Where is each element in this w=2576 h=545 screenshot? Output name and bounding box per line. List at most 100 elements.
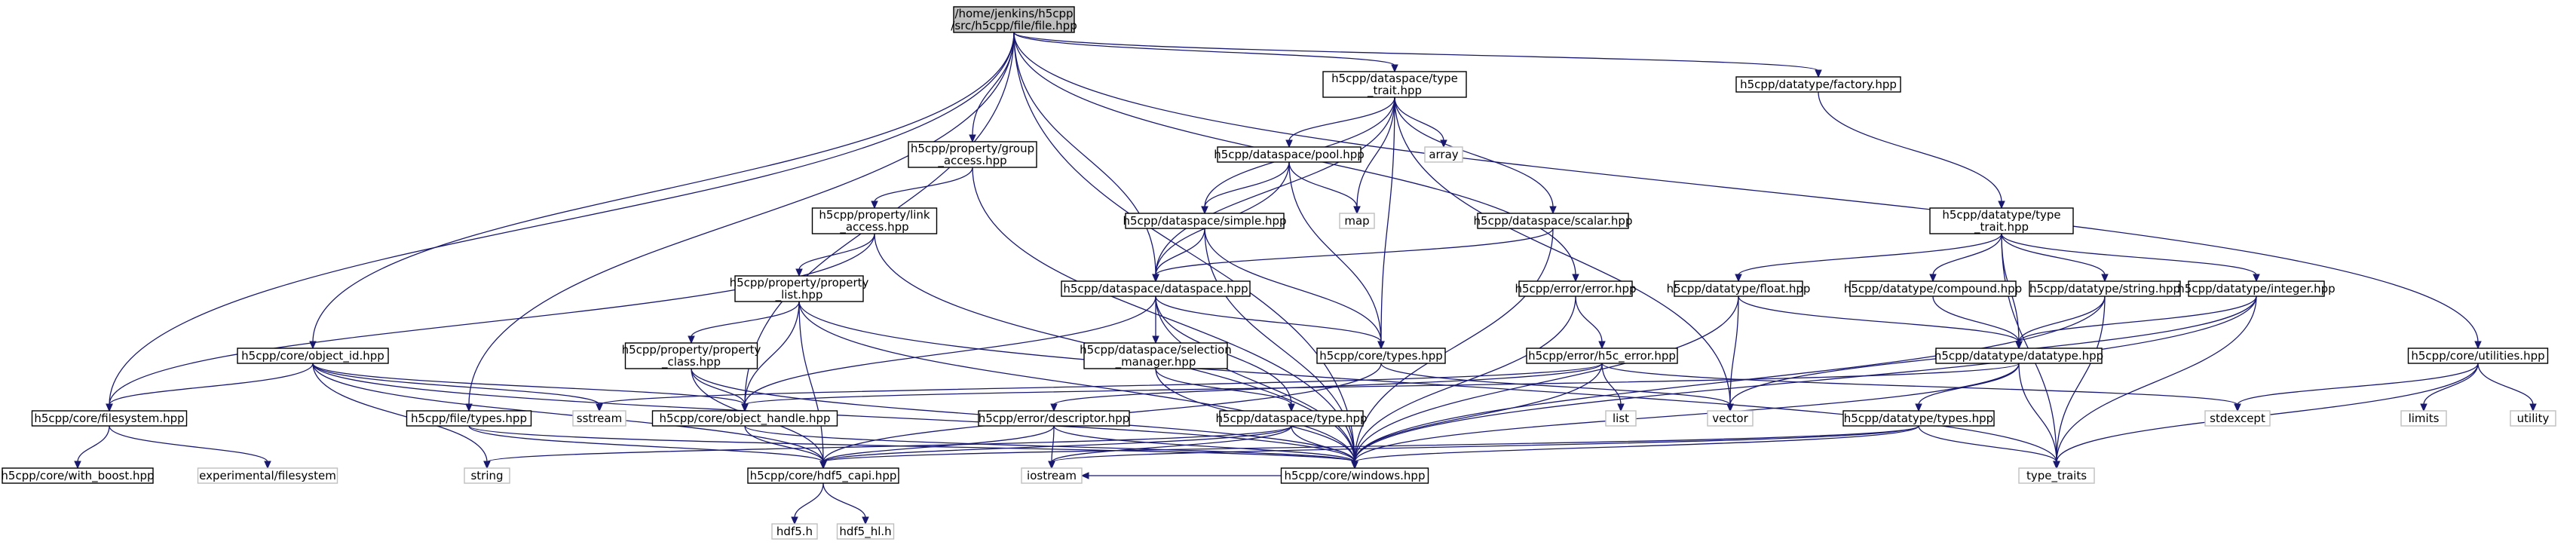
- node-box: [1339, 213, 1375, 229]
- node-hdf5-capi[interactable]: h5cpp/core/hdf5_capi.hpp: [747, 467, 899, 484]
- edge-root-to-core_filesystem: [109, 32, 1015, 406]
- node-label: h5cpp/error/descriptor.hpp: [979, 412, 1130, 425]
- edge-arrowhead: [1617, 403, 1625, 412]
- node-label: h5cpp/core/utilities.hpp: [2411, 349, 2544, 363]
- node-object-handle[interactable]: h5cpp/core/object_handle.hpp: [651, 410, 838, 427]
- node-box: [2188, 280, 2325, 297]
- edge-dt_type_trait-to-dt_integer: [2001, 233, 2257, 276]
- node-with-boost[interactable]: h5cpp/core/with_boost.hpp: [1, 467, 155, 484]
- edge-prop_list-to-type_traits: [798, 301, 2057, 463]
- node-label: limits: [2409, 412, 2440, 425]
- node-label: utility: [2517, 412, 2550, 425]
- node-box: [2, 467, 154, 484]
- node-label: h5cpp/dataspace/dataspace.hpp: [1063, 282, 1248, 295]
- node-box: [836, 523, 895, 540]
- edge-object_id-to-object_handle: [312, 363, 746, 406]
- edge-ds_type-to-core_windows: [1291, 425, 1355, 463]
- node-dt-types[interactable]: h5cpp/datatype/types.hpp: [1842, 410, 1995, 427]
- node-label: h5cpp/datatype/float.hpp: [1667, 282, 1811, 295]
- edge-dt_factory-to-dt_type_trait: [1818, 91, 2002, 203]
- node-box: [1735, 76, 1901, 93]
- edge-h5c_error-to-stdexcept: [1601, 363, 2238, 406]
- node-label: hdf5_hl.h: [839, 525, 891, 539]
- node-prop-class[interactable]: h5cpp/property/property_class.hpp: [622, 342, 761, 369]
- edge-arrowhead: [1351, 461, 1358, 470]
- edge-dt_datatype-to-object_handle: [744, 363, 2020, 406]
- node-dt-factory[interactable]: h5cpp/datatype/factory.hpp: [1735, 76, 1901, 93]
- edge-arrowhead: [2474, 341, 2482, 350]
- edge-arrowhead: [1929, 274, 1937, 283]
- node-label: array: [1429, 148, 1458, 161]
- node-box: [1518, 280, 1633, 297]
- node-link-access[interactable]: h5cpp/property/link_access.hpp: [811, 207, 938, 234]
- node-label: _access.hpp: [937, 154, 1006, 168]
- edge-arrowhead: [1598, 341, 1606, 350]
- node-prop-list[interactable]: h5cpp/property/property_list.hpp: [730, 275, 869, 302]
- node-core-filesystem[interactable]: h5cpp/core/filesystem.hpp: [31, 410, 188, 427]
- edge-dt_integer-to-core_windows: [1354, 295, 2257, 463]
- edge-dt_type_trait-to-dt_float: [1738, 233, 2002, 276]
- node-box: [406, 410, 532, 427]
- node-ds-sel-mgr[interactable]: h5cpp/dataspace/selection_manager.hpp: [1080, 342, 1232, 369]
- node-ds-dataspace[interactable]: h5cpp/dataspace/dataspace.hpp: [1061, 280, 1251, 297]
- edge-ds_scalar-to-ds_dataspace: [1155, 228, 1554, 276]
- node-core-utilities[interactable]: h5cpp/core/utilities.hpp: [2407, 348, 2549, 364]
- node-group-access[interactable]: h5cpp/property/group_access.hpp: [908, 141, 1037, 168]
- node-array: array: [1424, 146, 1463, 163]
- node-label: h5cpp/dataspace/pool.hpp: [1214, 148, 1365, 161]
- edge-err_descriptor-to-core_windows: [1053, 425, 1355, 463]
- edge-arrowhead: [465, 403, 473, 412]
- edge-ds_scalar-to-core_windows: [1354, 228, 1554, 463]
- edge-root-to-core_windows: [1013, 32, 1355, 463]
- node-ds-pool[interactable]: h5cpp/dataspace/pool.hpp: [1214, 146, 1365, 163]
- node-core-types[interactable]: h5cpp/core/types.hpp: [1316, 348, 1446, 364]
- node-object-id[interactable]: h5cpp/core/object_id.hpp: [237, 348, 389, 364]
- node-ds-scalar[interactable]: h5cpp/dataspace/scalar.hpp: [1474, 213, 1633, 229]
- node-dt-type-trait[interactable]: h5cpp/datatype/type_trait.hpp: [1929, 207, 2074, 234]
- node-dt-string[interactable]: h5cpp/datatype/string.hpp: [2029, 280, 2181, 297]
- edge-arrowhead: [1549, 206, 1557, 215]
- node-label: _trait.hpp: [1367, 84, 1422, 98]
- edge-object_id-to-string: [312, 363, 488, 463]
- node-box: [464, 467, 510, 484]
- node-ds-type-trait[interactable]: h5cpp/dataspace/type_trait.hpp: [1322, 71, 1467, 98]
- node-box: [978, 410, 1130, 427]
- node-label: h5cpp/datatype/string.hpp: [2029, 282, 2180, 295]
- node-file-types[interactable]: h5cpp/file/types.hpp: [406, 410, 532, 427]
- node-box: [1424, 146, 1463, 163]
- node-label: h5cpp/datatype/types.hpp: [1844, 412, 1993, 425]
- node-label: stdexcept: [2210, 412, 2265, 425]
- edge-dt_type_trait-to-dt_compound: [1932, 233, 2002, 276]
- edge-err_descriptor-to-iostream: [1051, 425, 1055, 463]
- node-ds-type[interactable]: h5cpp/dataspace/type.hpp: [1215, 410, 1368, 427]
- edge-arrowhead: [2529, 403, 2537, 412]
- node-dt-float[interactable]: h5cpp/datatype/float.hpp: [1667, 280, 1811, 297]
- edge-dt_type_trait-to-dt_string: [2001, 233, 2106, 276]
- node-box: [2029, 280, 2181, 297]
- node-err-error[interactable]: h5cpp/error/error.hpp: [1515, 280, 1637, 297]
- node-box: [1842, 410, 1995, 427]
- node-dt-datatype[interactable]: h5cpp/datatype/datatype.hpp: [1934, 348, 2103, 364]
- node-label: h5cpp/core/windows.hpp: [1285, 469, 1426, 482]
- edge-dt_integer-to-type_traits: [2056, 295, 2257, 463]
- node-label: h5cpp/datatype/type: [1942, 208, 2060, 222]
- node-dt-compound[interactable]: h5cpp/datatype/compound.hpp: [1844, 280, 2022, 297]
- edge-root-to-ds_type_trait: [1013, 32, 1395, 66]
- edge-hdf5_capi-to-hdf5_hl_h: [822, 482, 866, 519]
- edge-arrowhead: [1572, 274, 1579, 283]
- graph-edges: [74, 32, 2537, 525]
- node-core-windows[interactable]: h5cpp/core/windows.hpp: [1280, 467, 1429, 484]
- node-label: _trait.hpp: [1974, 220, 2029, 234]
- edge-object_id-to-core_filesystem: [109, 363, 314, 406]
- node-h5c-error[interactable]: h5cpp/error/h5c_error.hpp: [1526, 348, 1678, 364]
- edge-core_utilities-to-stdexcept: [2237, 363, 2479, 406]
- edge-dt_types-to-type_traits: [1918, 425, 2057, 463]
- node-box: [1061, 280, 1251, 297]
- node-dt-integer[interactable]: h5cpp/datatype/integer.hpp: [2177, 280, 2336, 297]
- node-label: h5cpp/error/h5c_error.hpp: [1528, 349, 1676, 363]
- node-root[interactable]: /home/jenkins/h5cpp/src/h5cpp/file/file.…: [951, 6, 1077, 33]
- node-err-descriptor[interactable]: h5cpp/error/descriptor.hpp: [978, 410, 1130, 427]
- edge-arrowhead: [1050, 403, 1058, 412]
- node-ds-simple[interactable]: h5cpp/dataspace/simple.hpp: [1123, 213, 1287, 229]
